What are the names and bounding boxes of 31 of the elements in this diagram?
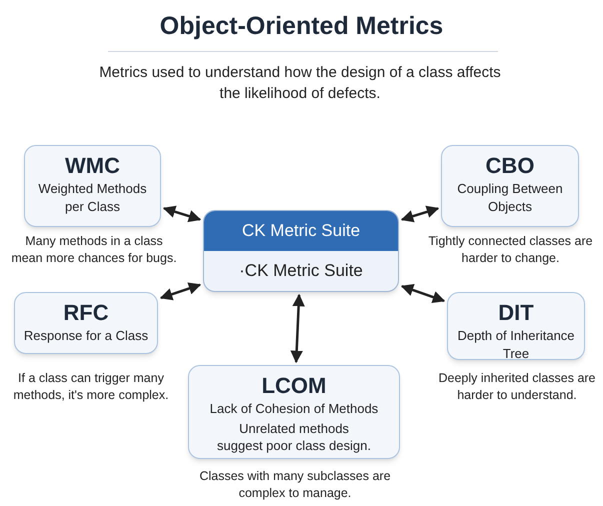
- double-arrow: [162, 206, 202, 222]
- card-header: CK Metric Suite: [204, 211, 398, 251]
- metric-box: [14, 292, 158, 354]
- metric-abbreviation: DIT: [498, 299, 534, 327]
- metric-abbreviation: RFC: [63, 299, 109, 327]
- double-arrow: [400, 206, 440, 222]
- metric-name: Coupling Between Objects: [456, 180, 564, 216]
- metric-description: Tightly connected classes are harder to change.: [428, 233, 593, 267]
- metric-box: [188, 365, 400, 459]
- metric-name: Lack of Cohesion of Methods: [210, 400, 378, 418]
- double-arrow: [290, 294, 305, 364]
- metric-abbreviation: LCOM: [262, 372, 326, 400]
- metric-description: Deeply inherited classes are harder to understand.: [437, 370, 597, 404]
- metric-description: If a class can trigger many methods, it's more complex.: [12, 370, 170, 404]
- double-arrow: [400, 284, 446, 304]
- metric-abbreviation: WMC: [65, 152, 120, 180]
- subtitle-text: Metrics used to understand how the design of a class affects the likelihood of defects.: [98, 63, 502, 104]
- metric-description: Many methods in a class mean more chances for bugs.: [10, 233, 178, 267]
- suite-card: [203, 210, 399, 292]
- metric-description: Classes with many subclasses are complex to manage.: [198, 468, 392, 502]
- metric-name: Weighted Methods per Class: [37, 180, 148, 216]
- metric-name: Depth of Inheritance Tree: [456, 327, 576, 363]
- metric-box: [447, 292, 585, 360]
- metric-box: [24, 145, 161, 227]
- metric-note: Unrelated methods suggest poor class design.: [216, 420, 372, 454]
- metric-abbreviation: CBO: [486, 152, 534, 180]
- metric-box: [441, 145, 579, 227]
- diagram-title: Object-Oriented Metrics: [160, 11, 444, 42]
- card-body-text: ·CK Metric Suite: [238, 260, 364, 282]
- double-arrow: [160, 282, 202, 300]
- metric-name: Response for a Class: [24, 327, 148, 345]
